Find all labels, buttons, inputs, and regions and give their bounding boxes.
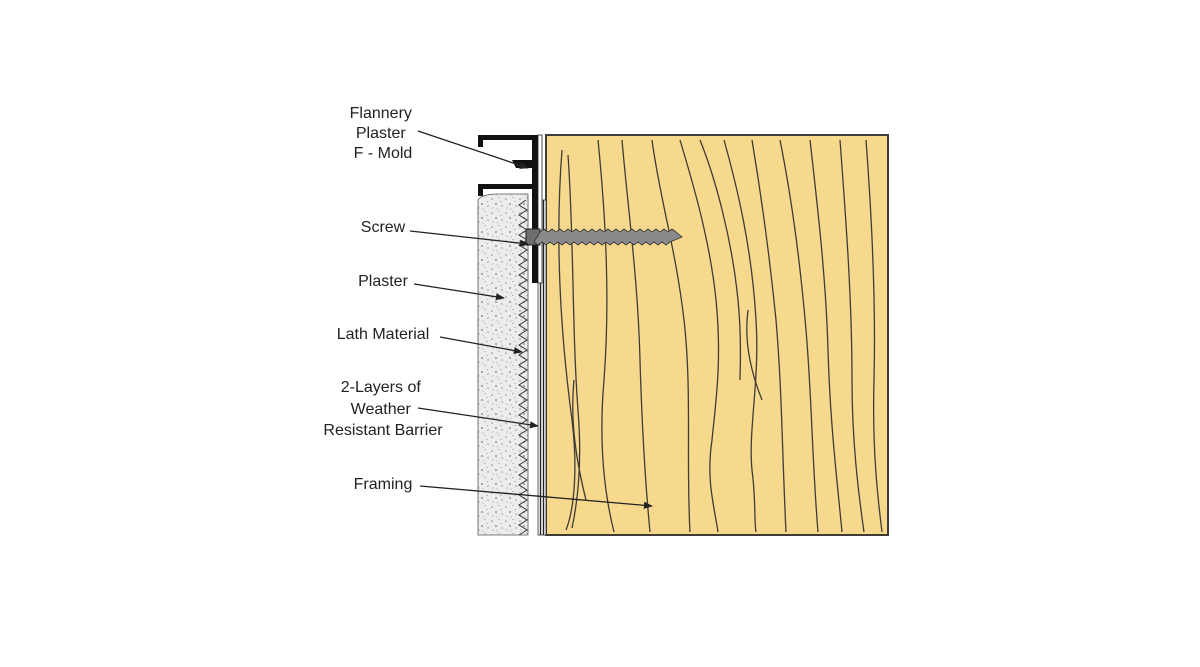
fmold-leader-arrow xyxy=(417,130,529,169)
screw-leader-arrow xyxy=(409,230,529,247)
lath-material xyxy=(518,199,528,536)
barrier-label: 2-Layers of Weather Resistant Barrier xyxy=(323,379,443,439)
plaster-leader-arrow xyxy=(413,283,505,301)
framing-leader-arrow xyxy=(419,485,653,509)
plaster-label: Plaster xyxy=(358,273,408,290)
framing-wood xyxy=(545,134,889,536)
plaster-layer xyxy=(477,193,529,536)
barrier-leader-arrow xyxy=(417,407,539,429)
f-mold-profile xyxy=(478,134,543,284)
wood-grain-lines xyxy=(558,139,883,533)
lath-leader-arrow xyxy=(439,336,523,355)
callout-labels: Flannery Plaster F - Mold Screw Plaster … xyxy=(323,105,443,493)
lath-material-label: Lath Material xyxy=(337,326,430,343)
leader-arrows xyxy=(409,130,653,509)
screw-label: Screw xyxy=(361,219,406,236)
screw xyxy=(525,228,683,246)
framing-label: Framing xyxy=(354,476,413,493)
fmold-label: Flannery Plaster F - Mold xyxy=(350,105,417,162)
